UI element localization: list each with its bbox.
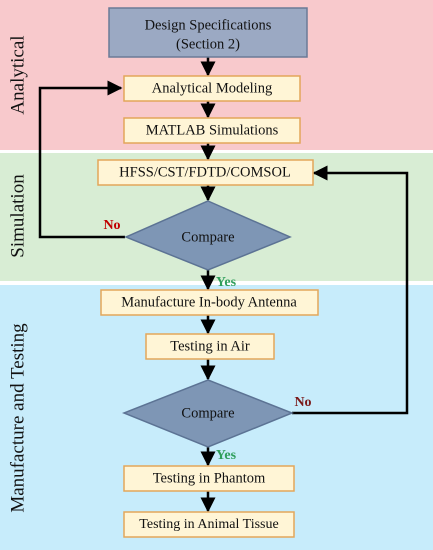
phase-label-simulation: Simulation [7, 174, 28, 258]
edge-label-no-1: No [103, 218, 120, 233]
edge-label-yes-1: Yes [216, 275, 237, 290]
node-design-specifications [108, 7, 308, 58]
node-compare-simulation [124, 200, 292, 271]
feedback-loop-no-1 [38, 80, 125, 239]
node-compare-simulation-label: Compare [181, 229, 234, 245]
node-matlab-simulations-label: MATLAB Simulations [146, 122, 279, 138]
node-design-specifications-line1: Design Specifications [145, 17, 272, 33]
edge-label-yes-2: Yes [216, 448, 237, 463]
node-manufacture-antenna [100, 289, 319, 316]
phase-label-manufacture: Manufacture and Testing [7, 323, 28, 513]
node-manufacture-antenna-label: Manufacture In-body Antenna [121, 294, 297, 310]
node-matlab-simulations [123, 117, 301, 144]
node-testing-in-air-label: Testing in Air [170, 338, 250, 354]
node-analytical-modeling-label: Analytical Modeling [152, 80, 272, 96]
phase-label-analytical: Analytical [7, 35, 28, 114]
node-compare-testing [121, 379, 295, 448]
edge-label-no-2: No [294, 395, 311, 410]
node-hfss-cst-fdtd-comsol [97, 159, 314, 186]
feedback-loop-no-2 [292, 165, 409, 415]
node-analytical-modeling [123, 75, 301, 102]
node-testing-in-phantom [123, 465, 295, 492]
node-testing-in-air [145, 333, 275, 360]
node-hfss-cst-fdtd-comsol-label: HFSS/CST/FDTD/COMSOL [119, 164, 291, 180]
node-testing-in-animal-tissue [123, 511, 295, 538]
node-testing-in-animal-tissue-label: Testing in Animal Tissue [139, 517, 278, 532]
node-design-specifications-line2: (Section 2) [176, 36, 240, 52]
node-testing-in-phantom-label: Testing in Phantom [153, 470, 266, 486]
node-compare-testing-label: Compare [181, 405, 234, 421]
